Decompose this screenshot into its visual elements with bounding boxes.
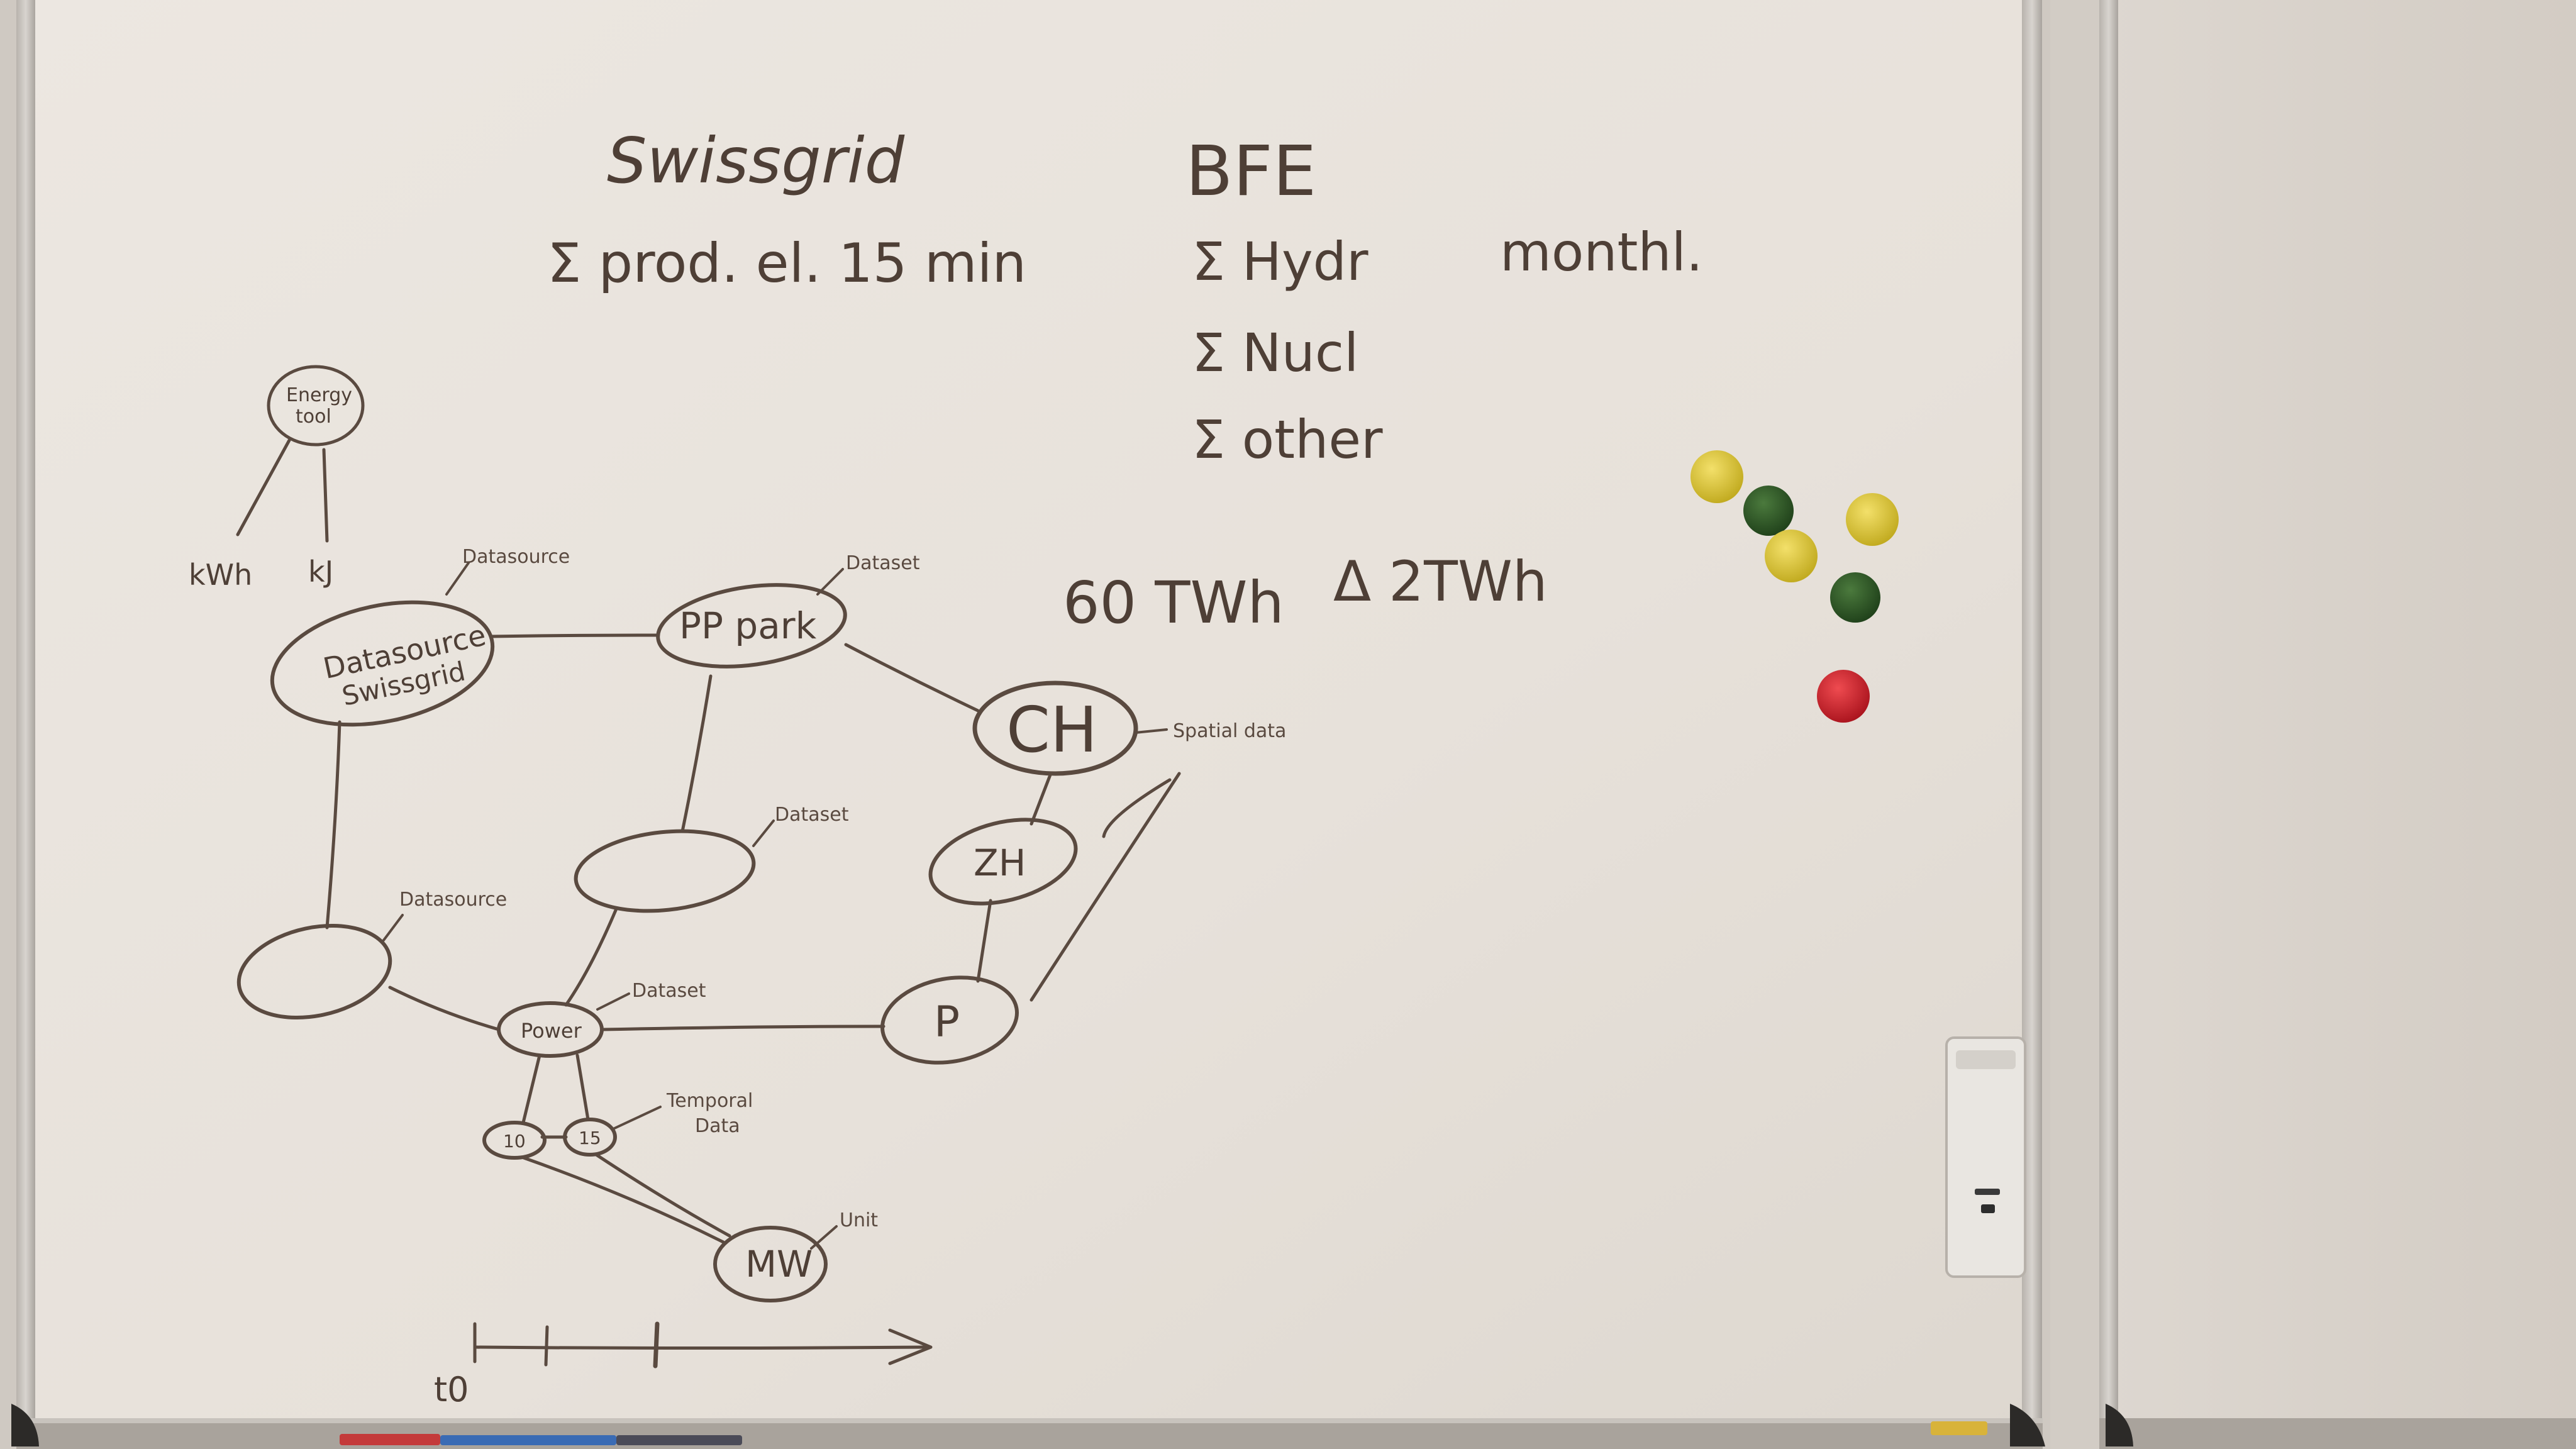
- label-dataset-power: Dataset: [632, 980, 706, 1002]
- edge: [596, 992, 630, 1011]
- eraser-holder: [1945, 1036, 2026, 1278]
- unit-kj: kJ: [308, 555, 333, 589]
- timeline-tick: [653, 1321, 660, 1368]
- node-ch: [972, 680, 1138, 776]
- edge: [976, 899, 992, 983]
- magnet-yellow[interactable]: [1690, 450, 1743, 503]
- marker-tray-items: [340, 1421, 1987, 1445]
- magnet-green[interactable]: [1743, 486, 1794, 536]
- edge: [489, 633, 659, 638]
- node-10: [482, 1121, 547, 1160]
- node-p-label: P: [934, 997, 960, 1047]
- edge: [594, 1153, 731, 1238]
- node-pp-park: [656, 583, 847, 669]
- energy-delta: Δ 2TWh: [1333, 549, 1548, 614]
- magnet-yellow[interactable]: [1846, 493, 1899, 546]
- magnet-red[interactable]: [1817, 670, 1870, 723]
- label-dataset-mid: Dataset: [775, 804, 849, 826]
- timeline-t0: t0: [434, 1370, 469, 1409]
- edge: [1134, 728, 1168, 734]
- edge: [325, 720, 341, 930]
- label-datasource-mid: Datasource: [399, 889, 507, 911]
- node-dataset-mid: [574, 829, 756, 913]
- bfe-notes: BFE Σ Hydr monthl. Σ Nucl Σ other: [1185, 131, 1703, 470]
- label-temporal-2: Data: [695, 1115, 740, 1137]
- frame-corner-clip: [2010, 1404, 2045, 1446]
- energy-totals: 60 TWh Δ 2TWh: [1063, 549, 1548, 636]
- label-spatial: Spatial data: [1173, 720, 1286, 742]
- node-energy-label: Energy: [286, 384, 352, 406]
- whiteboard-main: [16, 0, 2043, 1449]
- edge: [445, 562, 470, 596]
- edge: [1030, 773, 1052, 826]
- label-unit: Unit: [840, 1209, 878, 1231]
- edge: [236, 438, 291, 536]
- label-temporal: Temporal: [666, 1090, 753, 1112]
- bfe-other: Σ other: [1192, 409, 1383, 470]
- node-pp-park-label: PP park: [679, 604, 817, 647]
- timeline-tick: [544, 1325, 549, 1367]
- unit-kwh: kWh: [189, 558, 252, 592]
- bfe-hydro: Σ Hydr: [1192, 231, 1368, 292]
- node-power-label: Power: [521, 1019, 582, 1043]
- node-energy: [267, 365, 365, 447]
- edge: [322, 448, 329, 543]
- frame-corner-clip: [11, 1404, 39, 1446]
- edge: [844, 643, 980, 713]
- edge: [564, 907, 618, 1007]
- edge: [1102, 778, 1172, 838]
- edge: [680, 674, 713, 833]
- energy-60twh: 60 TWh: [1063, 569, 1284, 636]
- node-energy-label-2: tool: [296, 406, 331, 428]
- node-zh: [928, 818, 1078, 906]
- bfe-monthly: monthl.: [1500, 221, 1703, 283]
- edge: [1030, 772, 1181, 1002]
- magnet-green[interactable]: [1830, 572, 1880, 623]
- node-p: [880, 975, 1019, 1065]
- node-10-label: 10: [503, 1131, 526, 1152]
- data-model-diagram: Energy tool kWh kJ Datasource Swissgrid …: [189, 365, 1286, 1409]
- node-15-label: 15: [579, 1128, 601, 1148]
- magnet-group: [1690, 450, 1899, 723]
- label-datasource-top: Datasource: [462, 546, 570, 568]
- edge: [388, 985, 501, 1031]
- edge: [612, 1106, 662, 1130]
- edge: [520, 1155, 725, 1244]
- edge: [816, 568, 844, 596]
- edge: [752, 819, 775, 847]
- edge: [382, 914, 404, 941]
- bfe-nuclear: Σ Nucl: [1192, 322, 1358, 384]
- bfe-title: BFE: [1185, 131, 1316, 211]
- edge: [600, 1024, 886, 1031]
- node-ch-label: CH: [1006, 693, 1097, 767]
- edge: [810, 1225, 838, 1250]
- whiteboard-secondary: [2050, 0, 2576, 1449]
- label-dataset-top: Dataset: [846, 552, 920, 574]
- node-zh-label: ZH: [974, 841, 1026, 884]
- node-mw-label: MW: [745, 1243, 813, 1285]
- node-mw: [713, 1226, 828, 1302]
- edge: [575, 1053, 590, 1121]
- node-datasource-left: [236, 923, 392, 1020]
- timeline-arrowhead: [888, 1328, 933, 1365]
- edge: [521, 1053, 541, 1124]
- timeline-axis: [473, 1345, 930, 1350]
- node-datasource-swissgrid: [270, 600, 495, 727]
- swissgrid-sum: Σ prod. el. 15 min: [547, 232, 1026, 295]
- swissgrid-notes: Swissgrid Σ prod. el. 15 min: [547, 124, 1026, 295]
- magnet-yellow[interactable]: [1765, 530, 1818, 582]
- swissgrid-title: Swissgrid: [607, 124, 905, 197]
- frame-corner-clip: [2106, 1404, 2133, 1446]
